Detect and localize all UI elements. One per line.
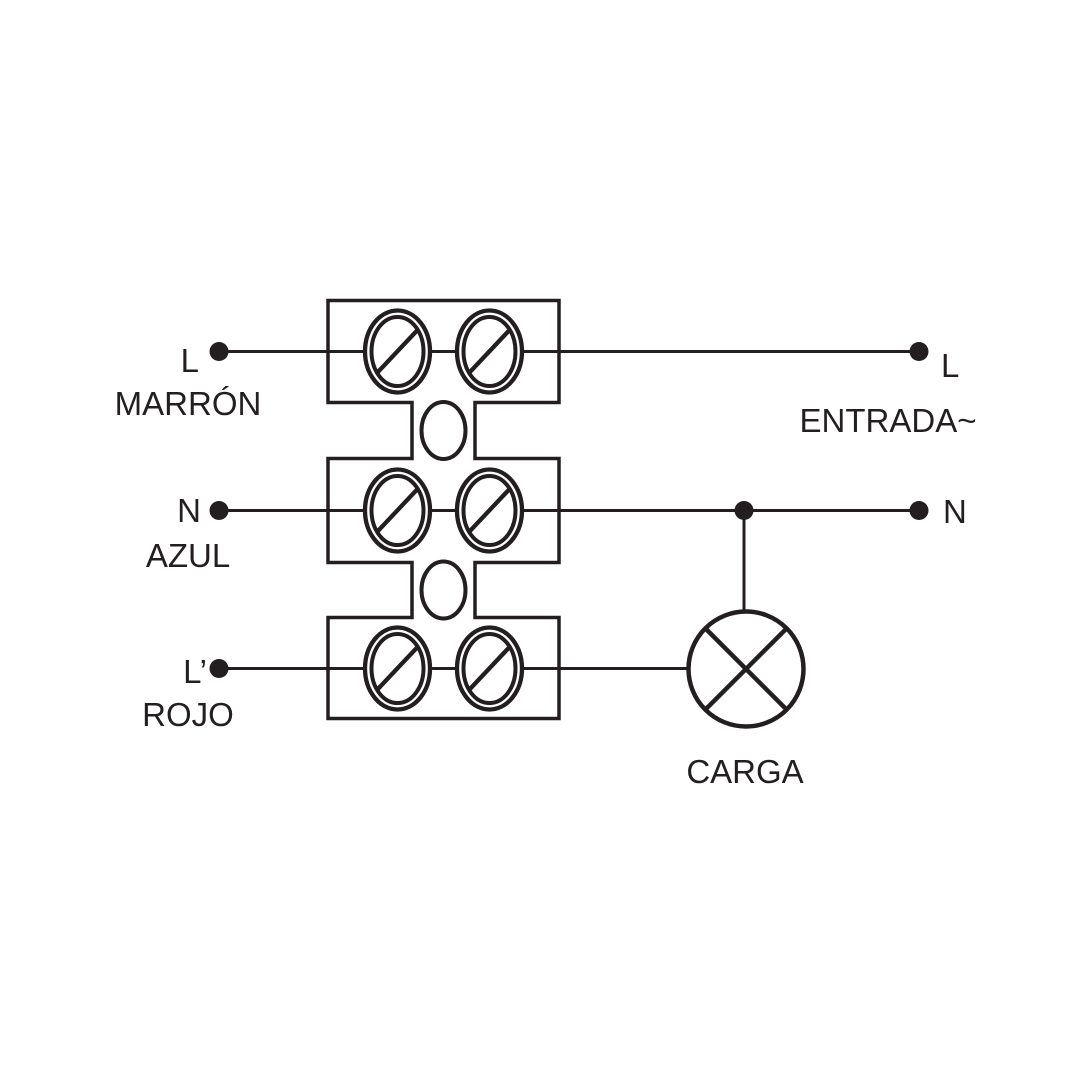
screw-terminal-icon xyxy=(362,308,433,395)
terminal-dot xyxy=(909,342,929,361)
left-terminal-l-label: L xyxy=(181,342,199,379)
block-hole-icon xyxy=(419,559,468,621)
terminal-dot xyxy=(209,659,229,678)
right-terminal-l-label: L xyxy=(941,347,959,384)
wire-color-marron-label: MARRÓN xyxy=(115,385,262,422)
screw-terminal-icon xyxy=(454,467,525,554)
terminal-dot xyxy=(909,501,929,520)
right-terminal-n-label: N xyxy=(943,493,967,530)
wire-color-rojo-label: ROJO xyxy=(142,696,234,733)
wire-color-azul-label: AZUL xyxy=(146,537,230,574)
screw-terminal-icon xyxy=(362,467,433,554)
terminal-dot xyxy=(209,501,229,520)
load-lamp-icon xyxy=(686,609,806,729)
screw-terminal-icon xyxy=(362,625,433,712)
block-hole-icon xyxy=(419,400,468,461)
left-terminal-l2-label: L’ xyxy=(183,653,207,690)
carga-label: CARGA xyxy=(686,753,803,790)
screw-terminal-icon xyxy=(454,625,525,712)
left-terminal-n-label: N xyxy=(177,492,201,529)
terminal-dot xyxy=(209,342,229,361)
screw-terminal-icon xyxy=(454,308,525,395)
junction-dot xyxy=(734,501,754,520)
entrada-label: ENTRADA~ xyxy=(800,402,977,439)
